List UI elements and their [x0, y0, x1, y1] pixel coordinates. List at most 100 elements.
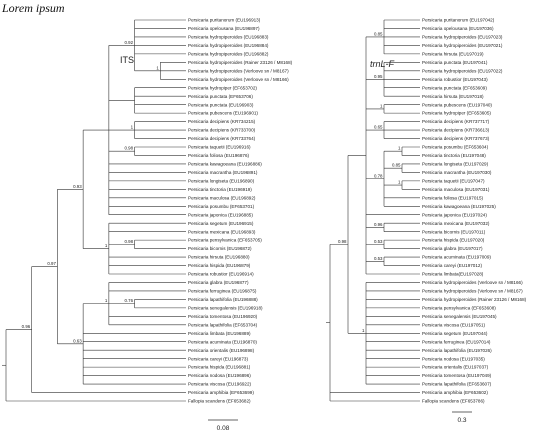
its-taxon-label: Persicaria hydropiperoides (Verloove sn … [188, 68, 289, 73]
its-taxon-label: Persicaria viscosa (EU196922) [188, 382, 252, 387]
trnl-taxon-label: Persicaria punctata (EF653609) [422, 85, 487, 90]
trnl-taxon-label: Persicaria japonica (EU197024) [422, 212, 487, 217]
trnl-support-value: 1 [398, 180, 401, 185]
trnl-taxon-label: Persicaria tinctoria (EU197048) [422, 153, 486, 158]
trnl-taxon-label: Persicaria hirsuta (EU197018) [422, 94, 484, 99]
trnl-taxon-label: Persicaria hydropiperoides (EU197021) [422, 43, 503, 48]
its-taxon-label: Persicaria glabra (EU196877) [188, 280, 249, 285]
header-text: Lorem ipsum [2, 1, 65, 15]
trnl-taxon-label: Persicaria lapathifolia (EU197026) [422, 348, 492, 353]
trnl-taxon-label: Persicaria decipiens (KR737717) [422, 119, 490, 124]
trnlf-tree: trnL-F 0.3 Persicaria puritanorum (EU197… [326, 18, 527, 424]
trnl-taxon-label: Persicaria maculosa (EU197031) [422, 187, 490, 192]
trnl-taxon-label: Persicaria pensylvanica (EF653608) [422, 305, 496, 310]
trnl-support-value: 0.95 [374, 74, 383, 79]
its-taxon-label: Persicaria macrantha (EU196891) [188, 170, 258, 175]
its-taxon-label: Persicaria decipiens (KR733764) [188, 136, 256, 141]
trnl-taxon-label: Persicaria kawagoeana (EU197025) [422, 204, 496, 209]
its-taxon-label: Persicaria nodosa (EU196896) [188, 373, 251, 378]
its-taxon-label: Persicaria japonica (EU196885) [188, 212, 253, 217]
trnl-taxon-label: Persicaria longiseta (EU197029) [422, 162, 489, 167]
trnl-taxon-label: Persicaria puritanorum (EU197042) [422, 18, 495, 23]
its-support-value: 1 [156, 65, 159, 70]
its-taxon-label: Persicaria maculosa (EU196892) [188, 195, 256, 200]
its-support-value: 1 [105, 298, 108, 303]
trnl-taxon-label: Persicaria mexicana (EU197032) [422, 221, 490, 226]
trnl-support-value: 0.96 [374, 222, 383, 227]
trnl-taxon-label: Persicaria limbata(EU197028) [422, 272, 484, 277]
its-taxon-label: Persicaria hispida (EU196879) [188, 263, 251, 268]
trnl-taxon-label: Persicaria segetum (EU197044) [422, 331, 488, 336]
trnl-support-value: 0.53 [374, 256, 383, 261]
its-support-value: 0.98 [125, 146, 134, 151]
its-taxon-label: Persicaria senegalensis (EU196918) [188, 305, 263, 310]
its-taxon-label: Persicaria lapathifolia (EF653704) [188, 322, 258, 327]
trnl-taxon-label: Persicaria opelousana (EU197036) [422, 26, 494, 31]
its-taxon-label: Persicaria mexicana (EU196893) [188, 229, 256, 234]
trnl-taxon-label: Persicaria pubescens (EU197040) [422, 102, 492, 107]
trnl-taxon-label: Persicaria careyi (EU197012) [422, 263, 482, 268]
trnl-taxon-label: Fallopia scandens (EF653786) [422, 399, 485, 404]
its-taxon-label: Persicaria puritanorum (EU196913) [188, 18, 261, 23]
trnl-taxon-label: Persicaria macrantha (EU197030) [422, 170, 492, 175]
its-support-value: 1 [131, 125, 134, 130]
trnl-taxon-label: Persicaria hydropiper (EF653605) [422, 111, 491, 116]
its-taxon-label: Persicaria segetum (EU196915) [188, 221, 254, 226]
its-taxon-label: Fallopia scandens (EF653682) [188, 399, 251, 404]
its-taxon-label: Persicaria decipiens (KR733700) [188, 128, 256, 133]
its-tree-title: ITS [120, 55, 134, 65]
trnl-taxon-label: Persicaria hispida (EU197020) [422, 238, 485, 243]
trnl-taxon-label: Persicaria hydropiperoides (Verloove sn … [422, 280, 523, 285]
trnlf-scale-label: 0.3 [457, 417, 466, 424]
its-support-value: 0.63 [73, 338, 82, 343]
its-taxon-label: Persicaria foliosa (EU196876) [188, 153, 249, 158]
its-taxon-label: Persicaria hydropiperoides (EU196883) [188, 35, 269, 40]
trnl-taxon-label: Persicaria hydropiperoides (Rainer 23126… [422, 297, 527, 302]
its-taxon-label: Persicaria hydropiperoides (EU196882) [188, 51, 269, 56]
its-support-value: 0.93 [73, 184, 82, 189]
its-support-value: 0.92 [125, 40, 134, 45]
trnl-support-value: 0.85 [392, 163, 401, 168]
trnl-support-value: 0.85 [374, 31, 383, 36]
its-tree: ITS 0.08 Persicaria puritanorum (EU19691… [2, 18, 293, 432]
its-taxon-label: Persicaria hispida (EU196881) [188, 365, 251, 370]
its-taxon-label: Persicaria ferruginea (EU196875) [188, 289, 257, 294]
its-support-value: 0.76 [125, 298, 134, 303]
its-taxon-label: Persicaria kawagoeana (EU196886) [188, 162, 262, 167]
its-taxon-label: Persicaria orientalis (EU196898) [188, 348, 255, 353]
trnl-taxon-label: Persicaria amphibia (EF653602) [422, 390, 488, 395]
trnl-taxon-label: Persicaria hydropiperoides (EU197023) [422, 35, 503, 40]
trnl-taxon-label: Persicaria hydropiperoides (EU197022) [422, 68, 503, 73]
its-taxon-label: Persicaria pensylvanica (EF653705) [188, 238, 262, 243]
its-taxon-label: Persicaria careyi (EU196873) [188, 356, 248, 361]
its-support-value: 0.97 [47, 261, 56, 266]
trnl-support-value: 1 [362, 328, 365, 333]
trnl-support-value: 0.78 [374, 173, 383, 178]
trnl-taxon-label: Persicaria hydropiperoides (Verloove sn … [422, 289, 523, 294]
its-taxon-label: Persicaria decipiens (KR734215) [188, 119, 256, 124]
trnl-taxon-label: Persicaria decipiens (KR736613) [422, 128, 490, 133]
its-support-value: 0.96 [22, 324, 31, 329]
its-scale-label: 0.08 [217, 425, 230, 432]
trnl-support-value: 0.53 [374, 239, 383, 244]
its-taxon-label: Persicaria punctata (EU196903) [188, 102, 254, 107]
trnl-support-value: 0.65 [374, 125, 383, 130]
trnl-taxon-label: Persicaria orientalis (EU197037) [422, 365, 489, 370]
trnl-taxon-label: Persicaria viscosa (EU197051) [422, 322, 486, 327]
its-taxon-label: Persicaria hydropiperoides (Verloove sn … [188, 77, 289, 82]
its-taxon-label: Persicaria longiseta (EU196890) [188, 178, 255, 183]
trnl-taxon-label: Persicaria acuminata (EU197009) [422, 255, 491, 260]
its-taxon-label: Persicaria hirsuta (EU196880) [188, 255, 250, 260]
its-taxon-label: Persicaria robustior (EU196914) [188, 272, 254, 277]
trnl-taxon-label: Persicaria foliosa (EU197015) [422, 195, 483, 200]
trnl-support-value: 0.98 [338, 239, 347, 244]
trnl-taxon-label: Persicaria posumbu (EF653604) [422, 145, 489, 150]
trnl-taxon-label: Persicaria punctata (EU197041) [422, 60, 488, 65]
its-taxon-label: Persicaria amphibia (EF653699) [188, 390, 254, 395]
trnl-taxon-label: Persicaria tomentosa (EU197049) [422, 373, 492, 378]
its-taxon-label: Persicaria posumbu (EF653701) [188, 204, 255, 209]
its-taxon-label: Persicaria tinctoria (EU196919) [188, 187, 252, 192]
its-taxon-label: Persicaria opelousana (EU196897) [188, 26, 260, 31]
trnlf-tree-title: trnL-F [370, 59, 395, 69]
its-taxon-label: Persicaria hydropiper (EF653702) [188, 85, 257, 90]
